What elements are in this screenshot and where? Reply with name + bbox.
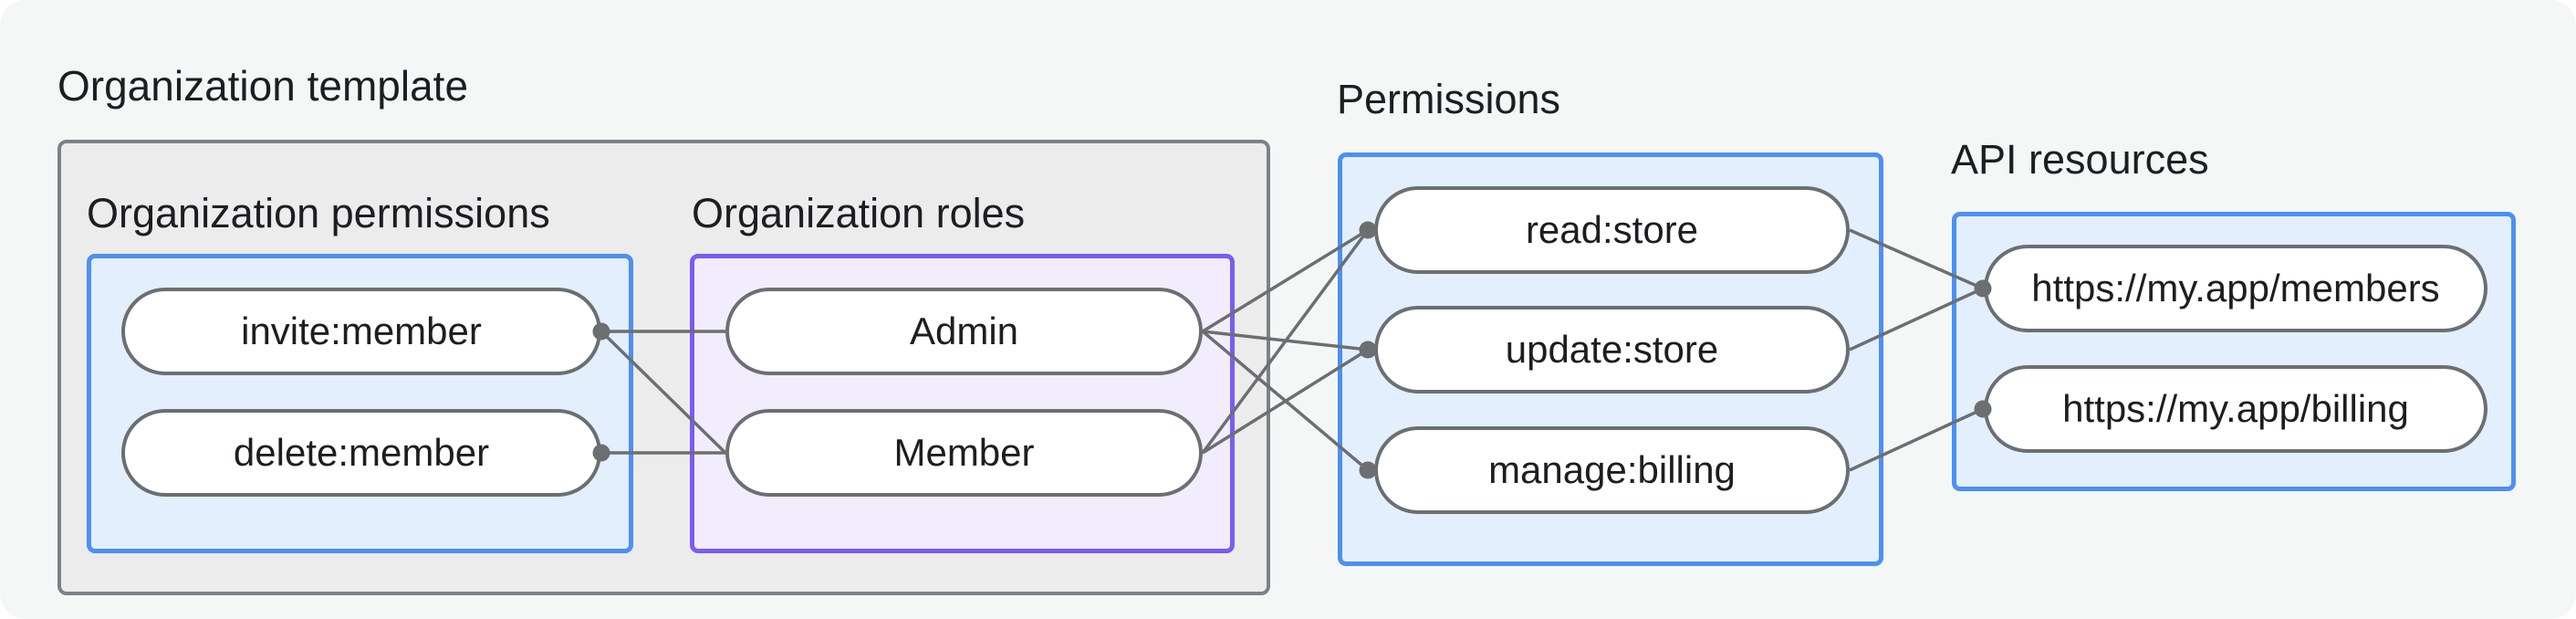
section-label-permissions: Permissions — [1337, 76, 1561, 122]
section-label-api-resources: API resources — [1951, 136, 2209, 183]
node-delete-member: delete:member — [121, 409, 601, 497]
node-member: Member — [725, 409, 1203, 497]
node-read-store: read:store — [1374, 186, 1850, 274]
section-label-organization-roles: Organization roles — [692, 190, 1026, 236]
node-api-members: https://my.app/members — [1984, 245, 2487, 332]
section-label-organization-permissions: Organization permissions — [87, 190, 550, 236]
node-manage-billing: manage:billing — [1374, 426, 1850, 514]
node-update-store: update:store — [1374, 306, 1850, 393]
node-invite-member: invite:member — [121, 288, 601, 375]
node-admin: Admin — [725, 288, 1203, 375]
node-api-billing: https://my.app/billing — [1984, 365, 2487, 453]
diagram-title: Organization template — [57, 62, 469, 110]
